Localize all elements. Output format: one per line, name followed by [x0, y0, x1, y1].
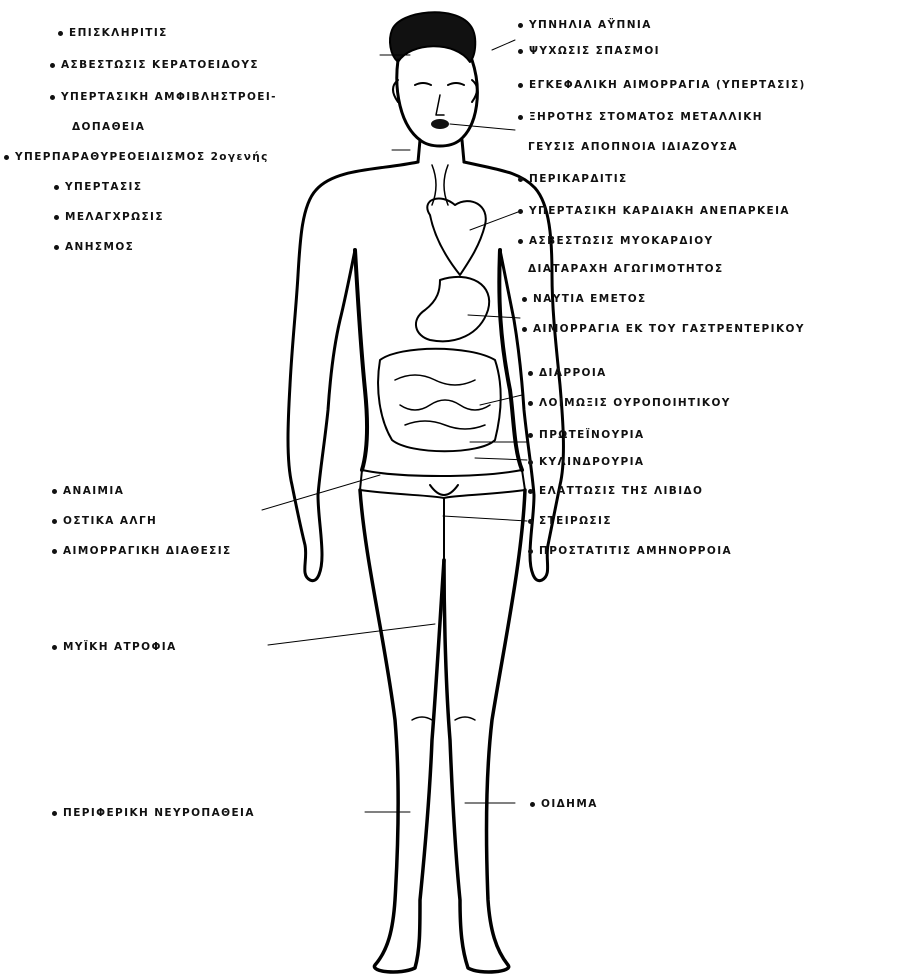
label-uti: ΛΟΙΜΩΞΙΣ ΟΥΡΟΠΟΙΗΤΙΚΟΥ — [528, 396, 731, 410]
bullet-icon — [528, 433, 533, 438]
label-gi-hemorrhage: ΑΙΜΟΡΡΑΓΙΑ ΕΚ ΤΟΥ ΓΑΣΤΡΕΝΤΕΡΙΚΟΥ — [522, 322, 805, 336]
bullet-icon — [518, 115, 523, 120]
label-muscle-atrophy: ΜΥΪΚΗ ΑΤΡΟΦΙΑ — [52, 640, 177, 654]
label-hypertensive-retinopathy-cont: ΔΟΠΑΘΕΙΑ — [72, 120, 145, 134]
label-hypertension: ΥΠΕΡΤΑΣΙΣ — [54, 180, 142, 194]
bullet-icon — [50, 95, 55, 100]
bullet-icon — [518, 83, 523, 88]
bullet-icon — [528, 460, 533, 465]
label-edema: ΟΙΔΗΜΑ — [530, 797, 598, 811]
bullet-icon — [528, 489, 533, 494]
bullet-icon — [54, 245, 59, 250]
mouth-shape — [431, 119, 449, 129]
bullet-icon — [52, 489, 57, 494]
bullet-icon — [518, 239, 523, 244]
label-nausea-vomiting: ΝΑΥΤΙΑ ΕΜΕΤΟΣ — [522, 292, 647, 306]
label-sterility: ΣΤΕΙΡΩΣΙΣ — [528, 514, 612, 528]
label-corneal-calcification: ΑΣΒΕΣΤΩΣΙΣ ΚΕΡΑΤΟΕΙΔΟΥΣ — [50, 58, 259, 72]
label-bleeding-diathesis: ΑΙΜΟΡΡΑΓΙΚΗ ΔΙΑΘΕΣΙΣ — [52, 544, 232, 558]
heart-shape — [427, 198, 485, 275]
bullet-icon — [518, 177, 523, 182]
label-decreased-libido: ΕΛΑΤΤΩΣΙΣ ΤΗΣ ΛΙΒΙΔΟ — [528, 484, 703, 498]
label-conduction-disorder: ΔΙΑΤΑΡΑΧΗ ΑΓΩΓΙΜΟΤΗΤΟΣ — [528, 262, 724, 276]
label-cerebral-hemorrhage: ΕΓΚΕΦΑΛΙΚΗ ΑΙΜΟΡΡΑΓΙΑ (ΥΠΕΡΤΑΣΙΣ) — [518, 78, 806, 92]
label-hypertensive-retinopathy: ΥΠΕΡΤΑΣΙΚΗ ΑΜΦΙΒΛΗΣΤΡΟΕΙ- — [50, 90, 277, 104]
label-psychosis-seizures: ΨΥΧΩΣΙΣ ΣΠΑΣΜΟΙ — [518, 44, 660, 58]
left-arm-outline — [288, 162, 418, 581]
label-taste-breath: ΓΕΥΣΙΣ ΑΠΟΠΝΟΙΑ ΙΔΙΑΖΟΥΣΑ — [528, 140, 738, 154]
head-outline — [397, 60, 478, 146]
bullet-icon — [52, 519, 57, 524]
bullet-icon — [50, 63, 55, 68]
bullet-icon — [54, 215, 59, 220]
right-leg-outline — [444, 490, 525, 972]
label-anemia: ΑΝΑΙΜΙΑ — [52, 484, 124, 498]
bullet-icon — [522, 297, 527, 302]
bullet-icon — [4, 155, 9, 160]
bullet-icon — [518, 49, 523, 54]
bullet-icon — [530, 802, 535, 807]
label-proteinuria: ΠΡΩΤΕΪΝΟΥΡΙΑ — [528, 428, 645, 442]
label-peripheral-neuropathy: ΠΕΡΙΦΕΡΙΚΗ ΝΕΥΡΟΠΑΘΕΙΑ — [52, 806, 255, 820]
bullet-icon — [52, 645, 57, 650]
label-diarrhea: ΔΙΑΡΡΟΙΑ — [528, 366, 607, 380]
label-pigmentation: ΜΕΛΑΓΧΡΩΣΙΣ — [54, 210, 164, 224]
label-myocardial-calcification: ΑΣΒΕΣΤΩΣΙΣ ΜΥΟΚΑΡΔΙΟΥ — [518, 234, 714, 248]
bullet-icon — [528, 519, 533, 524]
bullet-icon — [58, 31, 63, 36]
label-bone-pain: ΟΣΤΙΚΑ ΑΛΓΗ — [52, 514, 157, 528]
bullet-icon — [522, 327, 527, 332]
label-episcleritis: ΕΠΙΣΚΛΗΡΙΤΙΣ — [58, 26, 168, 40]
label-pericarditis: ΠΕΡΙΚΑΡΔΙΤΙΣ — [518, 172, 628, 186]
bullet-icon — [528, 549, 533, 554]
bullet-icon — [518, 209, 523, 214]
bullet-icon — [54, 185, 59, 190]
bullet-icon — [52, 811, 57, 816]
bullet-icon — [528, 401, 533, 406]
label-pruritus: ΑΝΗΣΜΟΣ — [54, 240, 134, 254]
stomach-shape — [416, 277, 489, 341]
label-dry-mouth: ΞΗΡΟΤΗΣ ΣΤΟΜΑΤΟΣ ΜΕΤΑΛΛΙΚΗ — [518, 110, 763, 124]
label-hyperparathyroidism: ΥΠΕΡΠΑΡΑΘΥΡΕΟΕΙΔΙΣΜΟΣ 2ογενής — [4, 150, 269, 164]
left-leg-outline — [360, 490, 444, 972]
label-somnolence-insomnia: ΥΠΝΗΛΙΑ ΑΫΠΝΙΑ — [518, 18, 652, 32]
bullet-icon — [518, 23, 523, 28]
bullet-icon — [528, 371, 533, 376]
bullet-icon — [52, 549, 57, 554]
label-cylindruria: ΚΥΛΙΝΔΡΟΥΡΙΑ — [528, 455, 644, 469]
label-heart-failure: ΥΠΕΡΤΑΣΙΚΗ ΚΑΡΔΙΑΚΗ ΑΝΕΠΑΡΚΕΙΑ — [518, 204, 790, 218]
label-prostatitis-amenorrhea: ΠΡΟΣΤΑΤΙΤΙΣ ΑΜΗΝΟΡΡΟΙΑ — [528, 544, 732, 558]
